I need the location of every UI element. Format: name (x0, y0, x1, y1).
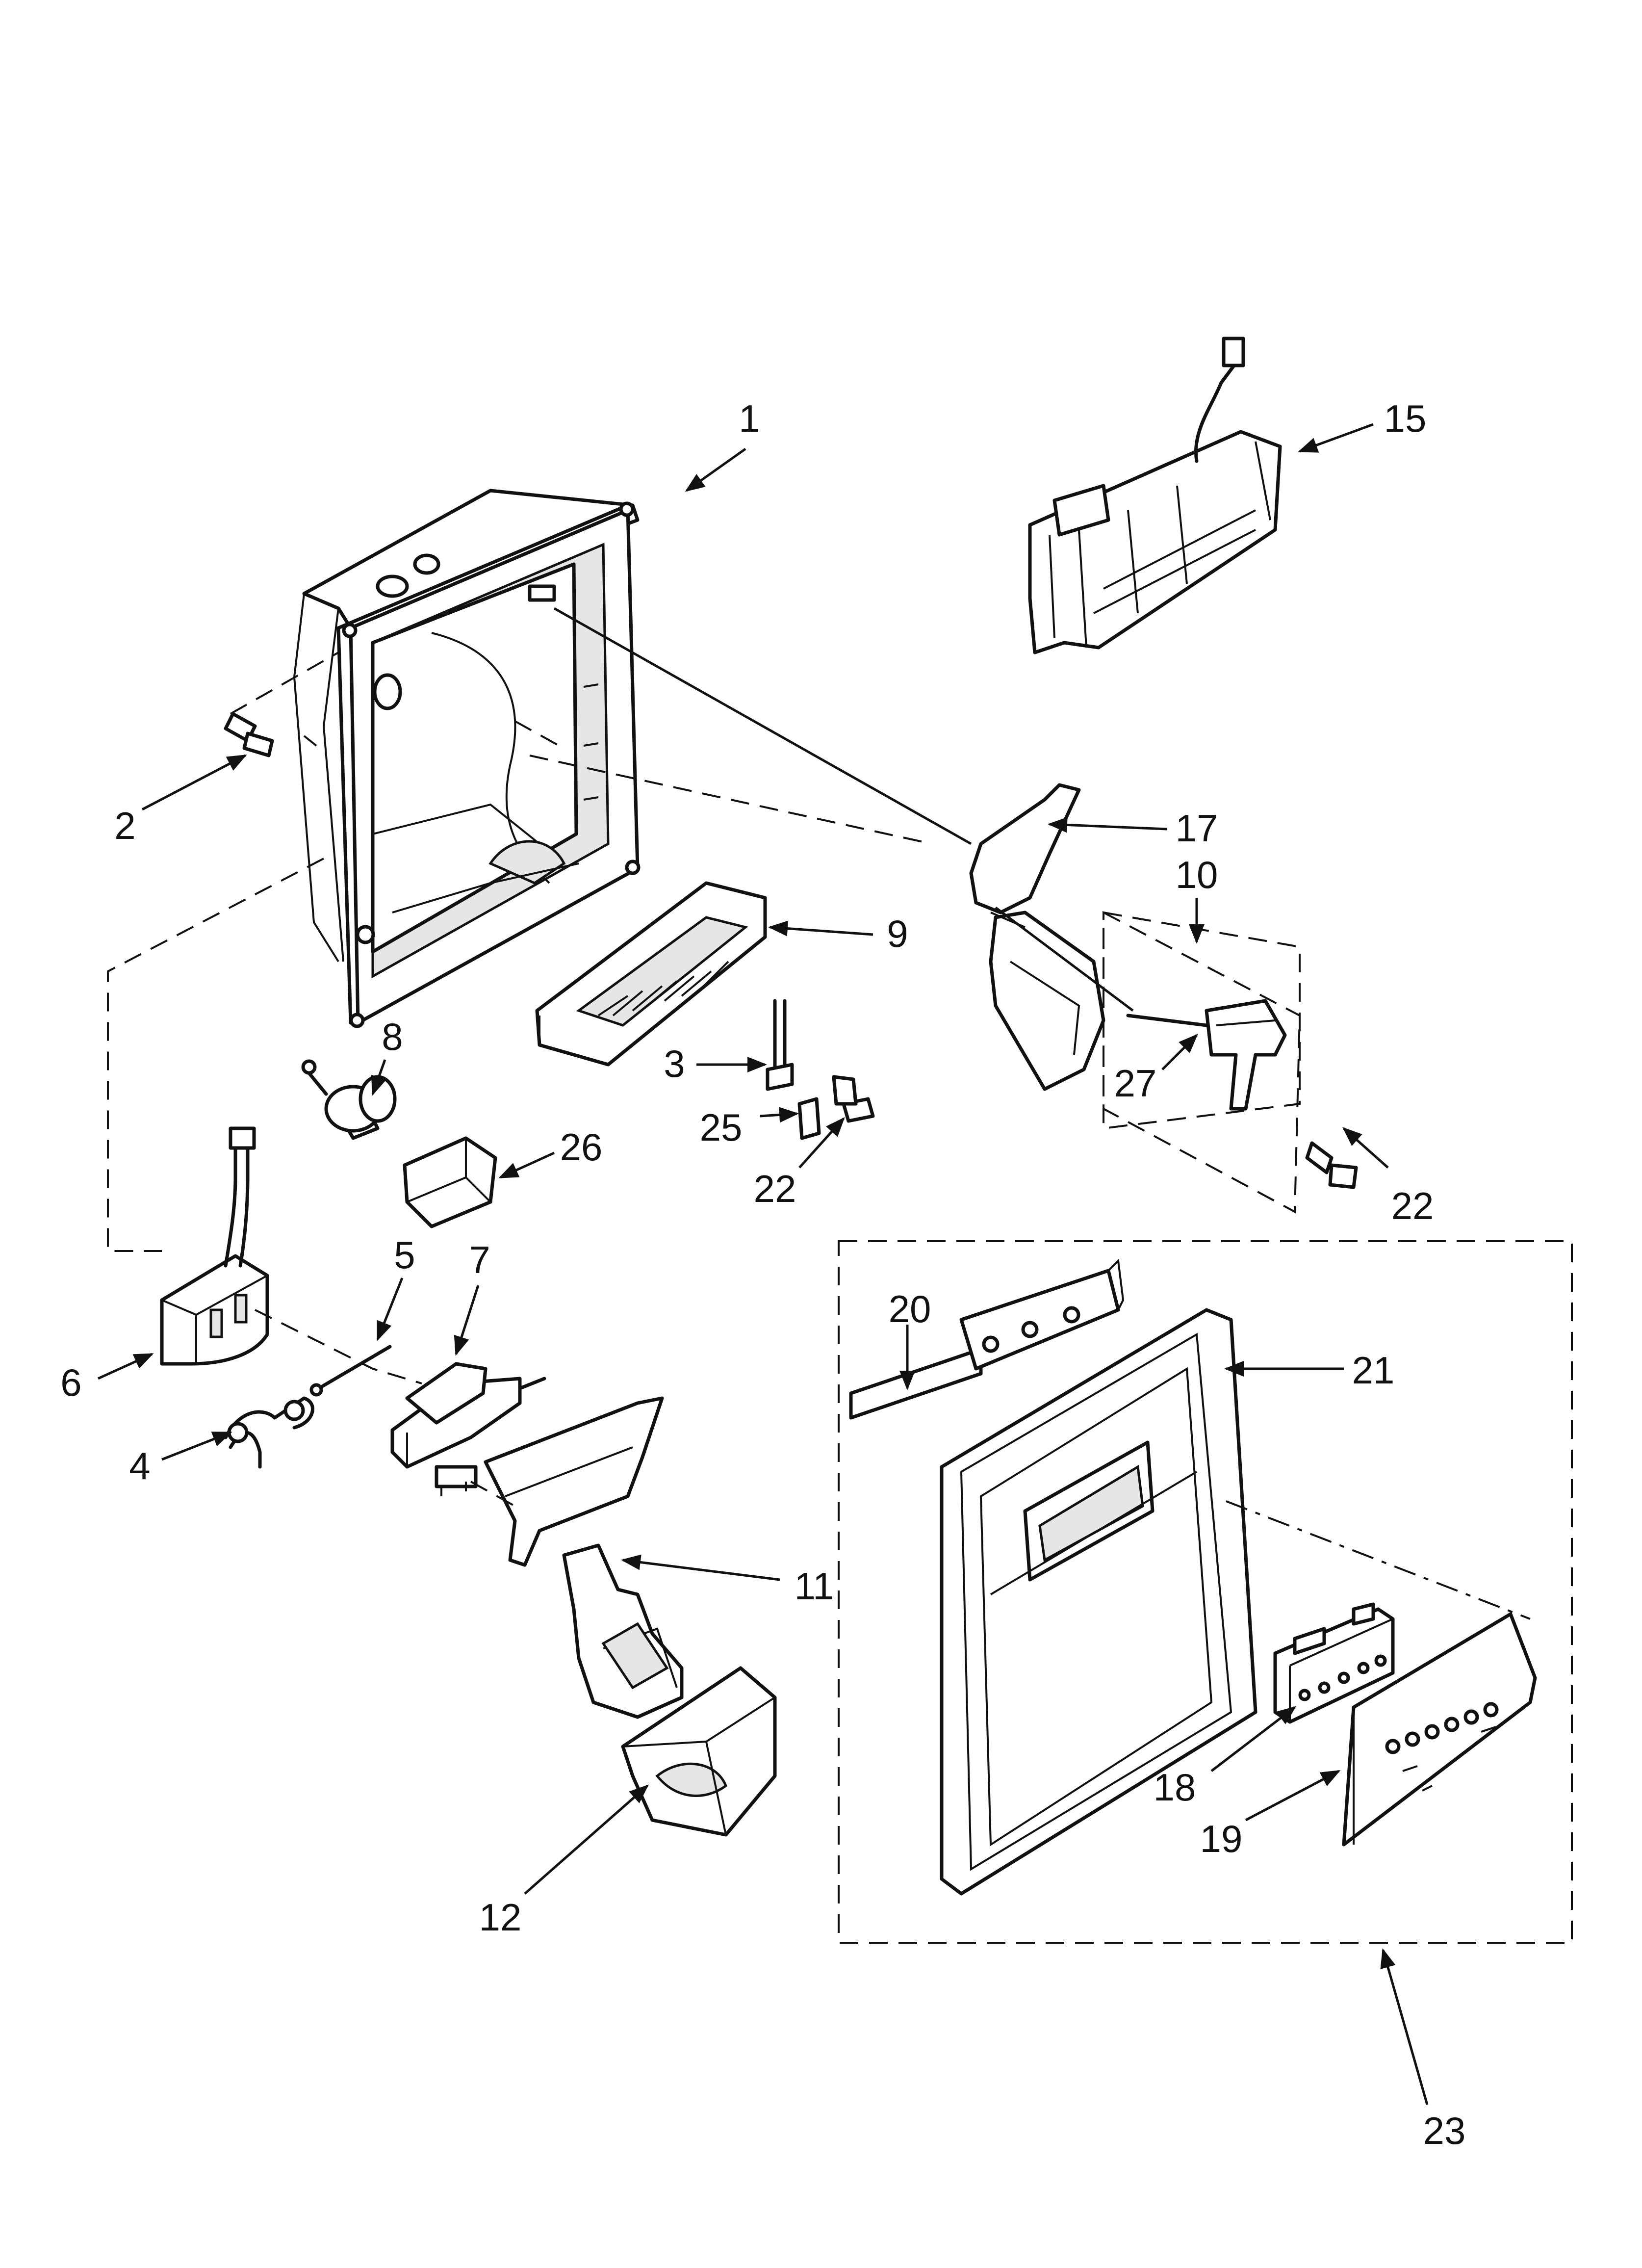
leader-22b (1342, 1127, 1389, 1169)
callout-8: 8 (382, 1015, 403, 1058)
spring-part (224, 1396, 314, 1469)
clip-part (766, 999, 794, 1091)
control-housing-part (1028, 337, 1282, 654)
callout-2: 2 (114, 804, 135, 847)
leader-17 (1048, 817, 1168, 833)
leader-23 (1380, 1948, 1429, 2105)
callout-1: 1 (739, 397, 760, 440)
callout-22a: 22 (754, 1167, 796, 1210)
leader-8 (371, 1059, 386, 1096)
callout-7: 7 (469, 1238, 490, 1281)
dispenser-bezel-part (940, 1308, 1257, 1896)
leader-9 (768, 920, 873, 937)
plate-part (797, 1097, 821, 1140)
callout-27: 27 (1114, 1062, 1157, 1105)
screw-part-22-right (1305, 1141, 1358, 1189)
callout-17: 17 (1176, 807, 1218, 850)
callout-19: 19 (1200, 1817, 1243, 1860)
ice-chute-part (621, 1666, 777, 1837)
callout-4: 4 (129, 1444, 150, 1487)
callout-leaders (97, 423, 1429, 2105)
assembly-guide-lines (107, 607, 1573, 1944)
flex-cable-part (849, 1258, 1125, 1420)
control-panel-overlay-part (1342, 1612, 1537, 1847)
leader-5 (376, 1277, 404, 1341)
callout-3: 3 (664, 1042, 685, 1085)
leader-15 (1298, 423, 1374, 453)
callout-12: 12 (479, 1896, 522, 1939)
leader-2 (141, 754, 247, 811)
leader-25 (760, 1107, 799, 1123)
callout-22b: 22 (1391, 1184, 1434, 1227)
callout-11: 11 (795, 1564, 834, 1608)
callout-20: 20 (889, 1287, 931, 1330)
drip-tray-part (535, 881, 767, 1067)
callout-23: 23 (1423, 2109, 1466, 2152)
callout-25: 25 (700, 1106, 743, 1149)
cover-part (403, 1136, 497, 1228)
callout-10: 10 (1176, 853, 1218, 896)
leader-12 (524, 1784, 649, 1895)
callout-labels: 1 2 3 4 5 6 7 8 9 10 11 12 15 17 18 19 2… (60, 397, 1465, 2152)
screw-part-2 (224, 712, 274, 757)
leader-11 (621, 1554, 780, 1581)
motor-part (301, 1059, 397, 1140)
leader-26 (498, 1151, 555, 1179)
leader-22a (798, 1117, 845, 1169)
ice-paddle-assembly-part (484, 1396, 684, 1719)
callout-18: 18 (1154, 1766, 1196, 1809)
leader-6 (97, 1353, 154, 1380)
actuator-arm-part (969, 783, 1105, 1091)
leader-7 (454, 1285, 480, 1356)
screw-part-22-left (832, 1075, 875, 1123)
callout-6: 6 (60, 1361, 81, 1404)
callout-21: 21 (1352, 1349, 1395, 1392)
leader-19 (1245, 1770, 1341, 1822)
callout-9: 9 (887, 912, 908, 955)
leader-1 (685, 447, 746, 492)
dispenser-housing-part (293, 489, 641, 1028)
control-board-part (1273, 1602, 1395, 1724)
leader-27 (1161, 1034, 1198, 1070)
pin-part (309, 1345, 392, 1397)
callout-26: 26 (560, 1125, 603, 1169)
switch-assembly-part (390, 1362, 546, 1496)
switch-box-part (160, 1126, 269, 1366)
leader-4 (161, 1431, 232, 1461)
leader-18 (1210, 1706, 1297, 1772)
callout-15: 15 (1384, 397, 1427, 440)
lever-part (1126, 999, 1287, 1111)
callout-5: 5 (394, 1233, 415, 1277)
